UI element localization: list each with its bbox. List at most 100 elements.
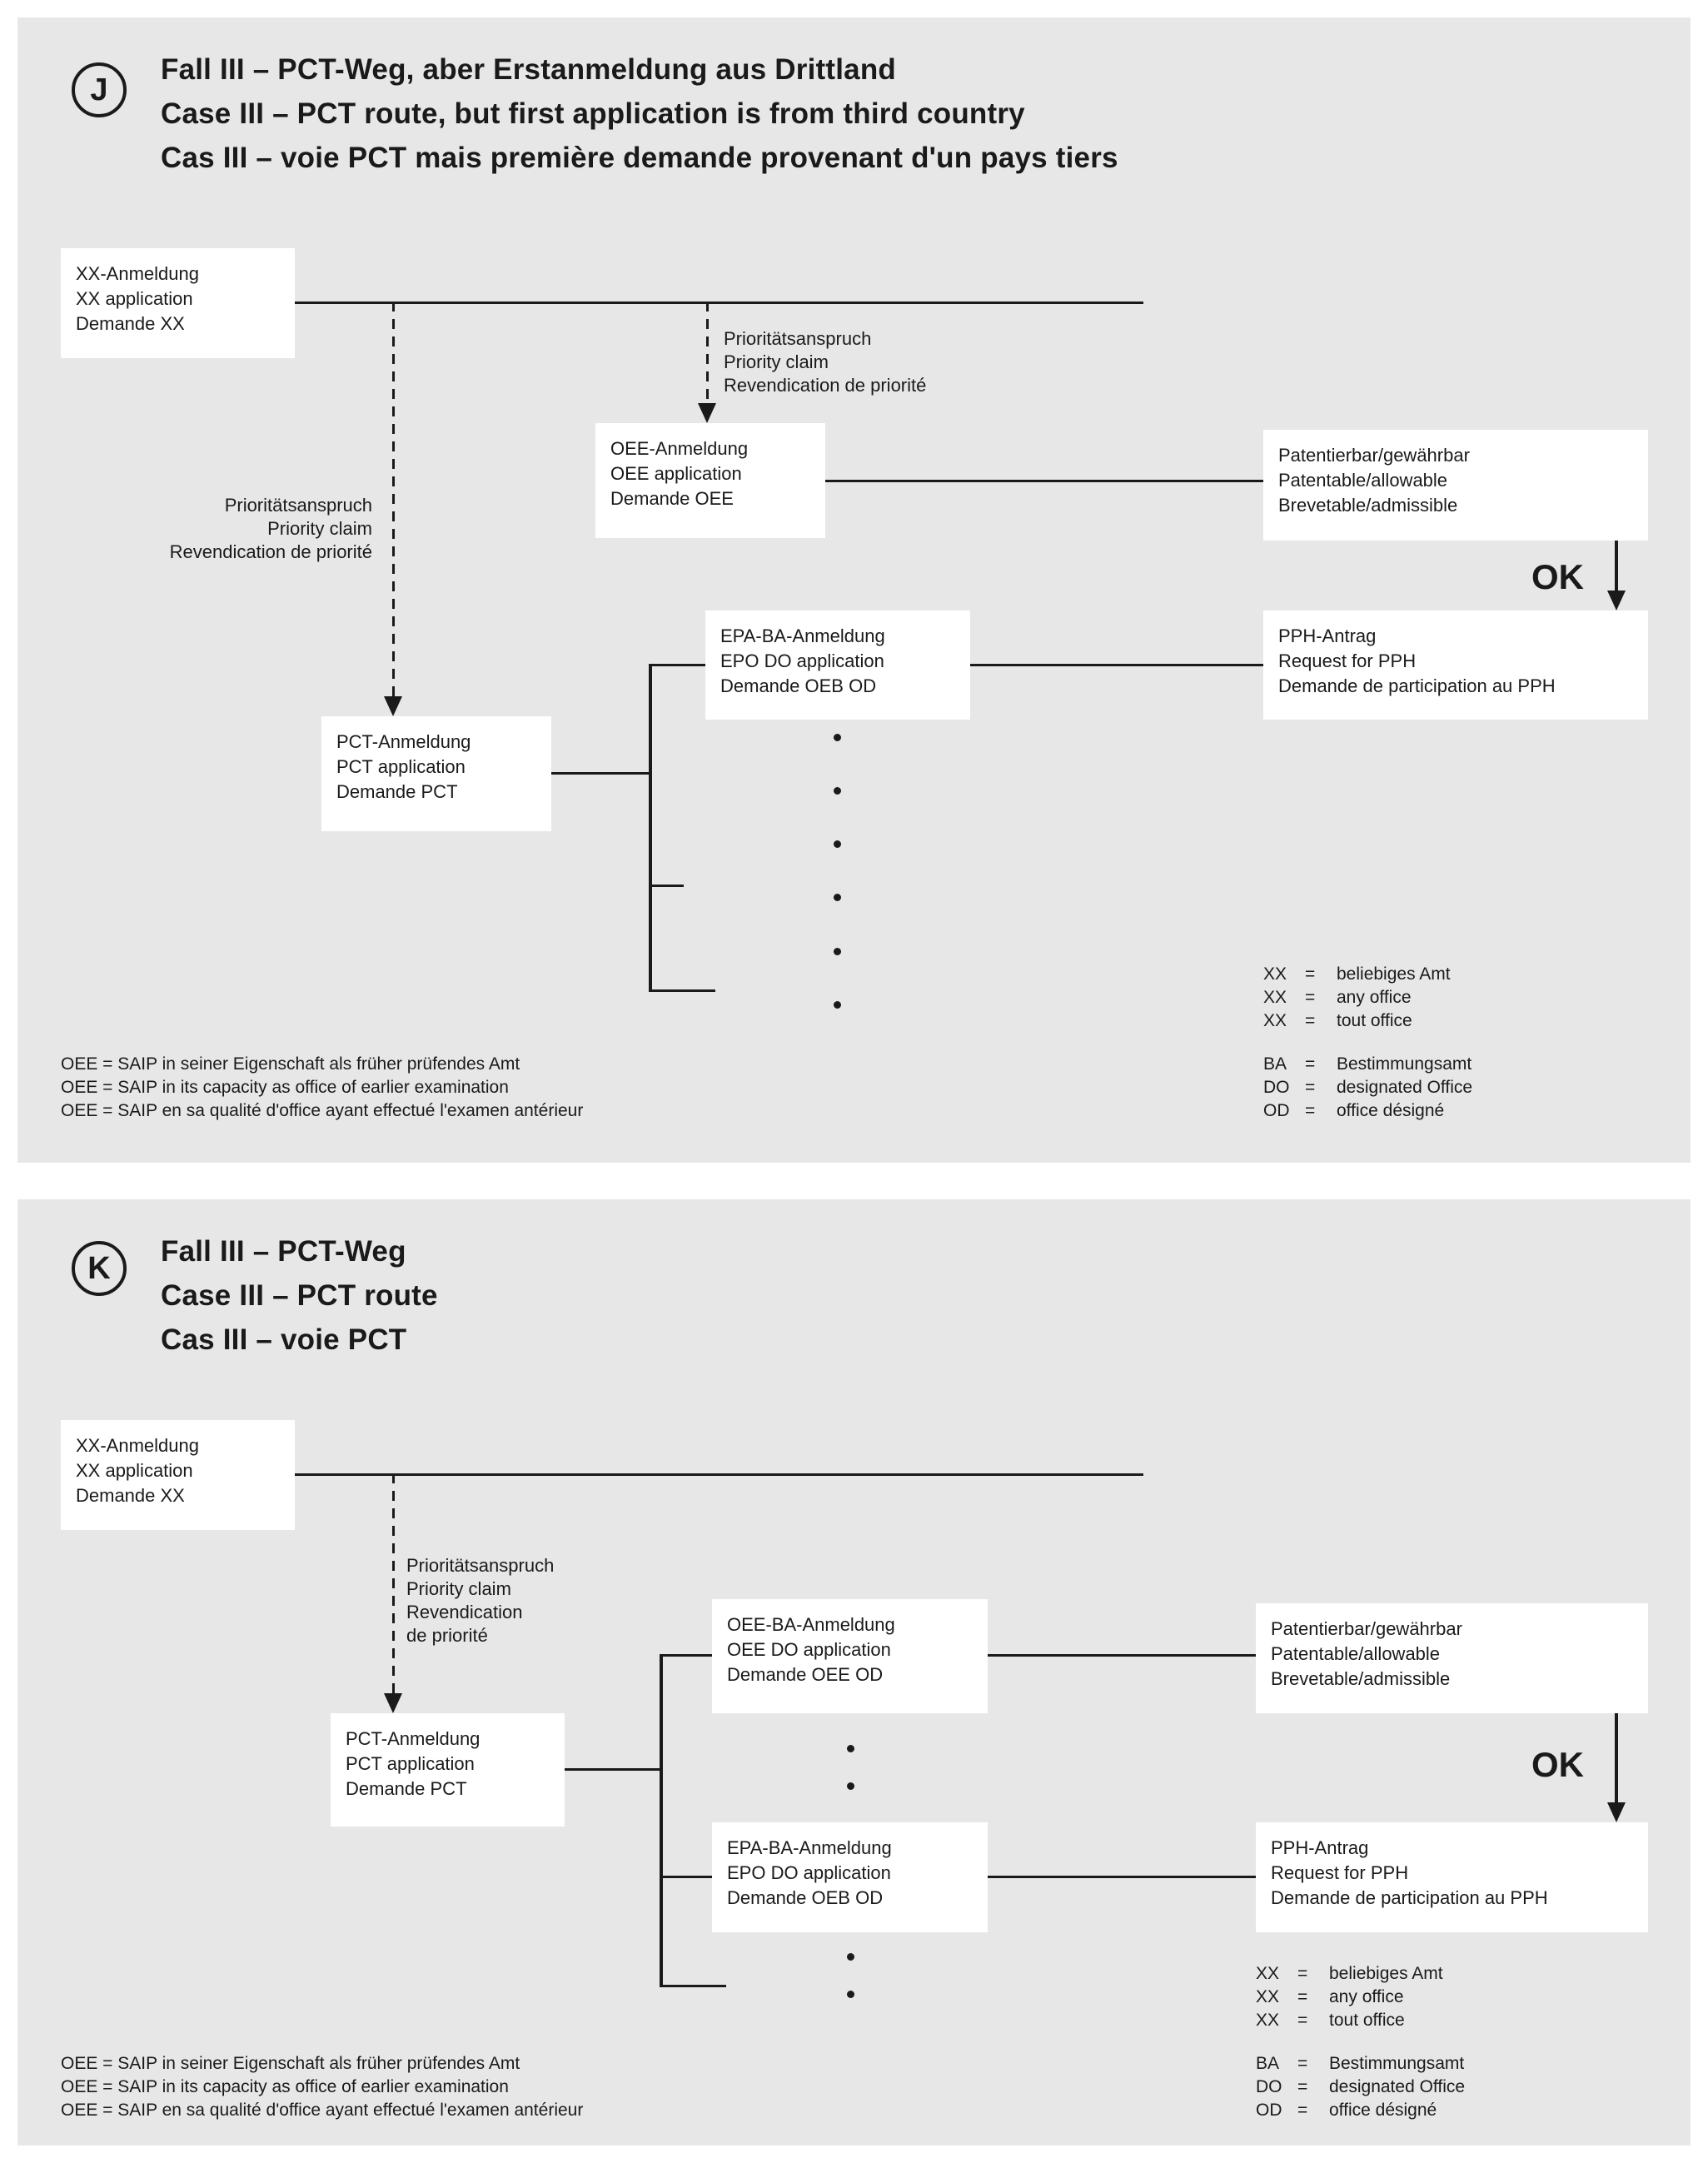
legend-def: office désigné — [1329, 2101, 1437, 2120]
continuation-dot — [834, 1001, 841, 1009]
arrowhead-down-icon — [1607, 1802, 1626, 1822]
legend-abbr: OD — [1256, 2101, 1282, 2120]
legend-def: designated Office — [1329, 2077, 1466, 2096]
legend-abbr: XX — [1256, 1964, 1280, 1983]
continuation-dot — [834, 894, 841, 901]
box-text: OEE DO application — [727, 1639, 891, 1660]
box-text: Patentable/allowable — [1271, 1643, 1441, 1664]
title-line-de: Fall III – PCT-Weg — [161, 1235, 406, 1268]
arrowhead-down-icon — [384, 696, 402, 716]
continuation-dot — [834, 840, 841, 848]
legend-def: Bestimmungsamt — [1329, 2054, 1465, 2073]
title-line-en: Case III – PCT route — [161, 1279, 438, 1312]
priority-claim-label-right: Prioritätsanspruch Priority claim Revend… — [724, 327, 926, 397]
legend-row: DO = designated Office — [1263, 1076, 1472, 1099]
continuation-dot — [834, 787, 841, 795]
box-text: Brevetable/admissible — [1271, 1668, 1451, 1689]
legend-offices: XX = beliebiges Amt XX = any office XX =… — [1263, 963, 1451, 1033]
legend-row: XX = tout office — [1263, 1009, 1451, 1033]
footnote-line: OEE = SAIP in seiner Eigenschaft als frü… — [61, 2054, 520, 2073]
pct-application-box: PCT-Anmeldung PCT application Demande PC… — [331, 1713, 565, 1827]
box-text: Demande OEB OD — [727, 1887, 884, 1908]
continuation-dot — [834, 948, 841, 955]
panel-j-title: Fall III – PCT-Weg, aber Erstanmeldung a… — [161, 47, 1118, 180]
epo-do-application-box: EPA-BA-Anmeldung EPO DO application Dema… — [712, 1822, 988, 1932]
box-text: Demande PCT — [336, 781, 458, 802]
legend-def: any office — [1329, 1987, 1404, 2006]
oee-application-box: OEE-Anmeldung OEE application Demande OE… — [595, 423, 825, 538]
branch-stub-epo — [649, 664, 705, 666]
branch-stub-pct — [565, 1768, 662, 1771]
label-line: Priority claim — [406, 1578, 511, 1599]
title-line-fr: Cas III – voie PCT mais première demande… — [161, 142, 1118, 174]
case-j-letter: J — [90, 72, 108, 107]
box-text: XX application — [76, 288, 193, 309]
legend-def: tout office — [1337, 1011, 1412, 1030]
continuation-dot — [847, 1745, 854, 1752]
title-line-fr: Cas III – voie PCT — [161, 1323, 407, 1356]
legend-def: Bestimmungsamt — [1337, 1054, 1472, 1074]
xx-application-box: XX-Anmeldung XX application Demande XX — [61, 248, 295, 358]
legend-row: XX = beliebiges Amt — [1256, 1962, 1443, 1986]
equals-sign: = — [1297, 2077, 1308, 2096]
ok-arrow-line — [1615, 1713, 1618, 1802]
legend-abbr: OD — [1263, 1101, 1290, 1120]
label-line: de priorité — [406, 1625, 488, 1646]
box-text: Request for PPH — [1278, 650, 1417, 671]
equals-sign: = — [1305, 1078, 1316, 1097]
legend-row: XX = any office — [1263, 986, 1451, 1009]
legend-row: DO = designated Office — [1256, 2076, 1465, 2099]
legend-abbr: DO — [1263, 1078, 1290, 1097]
label-line: Revendication de priorité — [724, 375, 927, 396]
equals-sign: = — [1305, 1054, 1316, 1074]
footnotes: OEE = SAIP in seiner Eigenschaft als frü… — [61, 2052, 583, 2122]
pct-application-box: PCT-Anmeldung PCT application Demande PC… — [321, 716, 551, 831]
priority-claim-dashed-line-pct — [392, 1473, 395, 1693]
pph-request-box: PPH-Antrag Request for PPH Demande de pa… — [1256, 1822, 1648, 1932]
connector-oee-patentable — [825, 480, 1263, 482]
oee-do-application-box: OEE-BA-Anmeldung OEE DO application Dema… — [712, 1599, 988, 1713]
priority-claim-dashed-line-oee — [706, 302, 709, 403]
box-text: EPA-BA-Anmeldung — [727, 1837, 892, 1858]
footnote-line: OEE = SAIP en sa qualité d'office ayant … — [61, 2101, 584, 2120]
box-text: Demande de participation au PPH — [1271, 1887, 1548, 1908]
legend-def: office désigné — [1337, 1101, 1445, 1120]
ok-label: OK — [1531, 1745, 1584, 1784]
box-text: PCT application — [336, 756, 466, 777]
box-text: Demande OEE OD — [727, 1664, 884, 1685]
legend-abbr: XX — [1256, 1987, 1280, 2006]
branch-stub-bottom — [649, 989, 715, 992]
connector-epodo-pph — [970, 664, 1263, 666]
equals-sign: = — [1305, 988, 1316, 1007]
box-text: Demande OEB OD — [720, 675, 877, 696]
box-text: XX-Anmeldung — [76, 263, 199, 284]
priority-claim-dashed-line-pct — [392, 302, 395, 696]
timeline — [295, 1473, 1143, 1476]
branch-stub-bottom — [660, 1985, 726, 1987]
box-text: Patentable/allowable — [1278, 470, 1448, 491]
footnote-line: OEE = SAIP in seiner Eigenschaft als frü… — [61, 1054, 520, 1074]
legend-roles: BA = Bestimmungsamt DO = designated Offi… — [1263, 1053, 1472, 1123]
equals-sign: = — [1297, 2101, 1308, 2120]
branch-stub-mid — [649, 885, 684, 887]
box-text: Demande OEE — [610, 488, 734, 509]
box-text: EPO DO application — [727, 1862, 891, 1883]
box-text: XX-Anmeldung — [76, 1435, 199, 1456]
label-line: Priority claim — [267, 518, 372, 539]
legend-def: beliebiges Amt — [1337, 964, 1451, 984]
legend-def: any office — [1337, 988, 1412, 1007]
continuation-dot — [847, 1782, 854, 1790]
legend-abbr: XX — [1263, 1011, 1287, 1030]
box-text: PCT-Anmeldung — [336, 731, 471, 752]
box-text: Demande XX — [76, 313, 185, 334]
legend-abbr: BA — [1256, 2054, 1280, 2073]
box-text: XX application — [76, 1460, 193, 1481]
case-k-letter: K — [87, 1250, 111, 1286]
title-line-en: Case III – PCT route, but first applicat… — [161, 97, 1025, 130]
legend-abbr: XX — [1256, 2011, 1280, 2030]
priority-claim-label: Prioritätsanspruch Priority claim Revend… — [406, 1554, 554, 1647]
box-text: EPA-BA-Anmeldung — [720, 625, 885, 646]
equals-sign: = — [1305, 1011, 1316, 1030]
label-line: Revendication de priorité — [169, 541, 372, 562]
timeline — [295, 302, 1143, 304]
